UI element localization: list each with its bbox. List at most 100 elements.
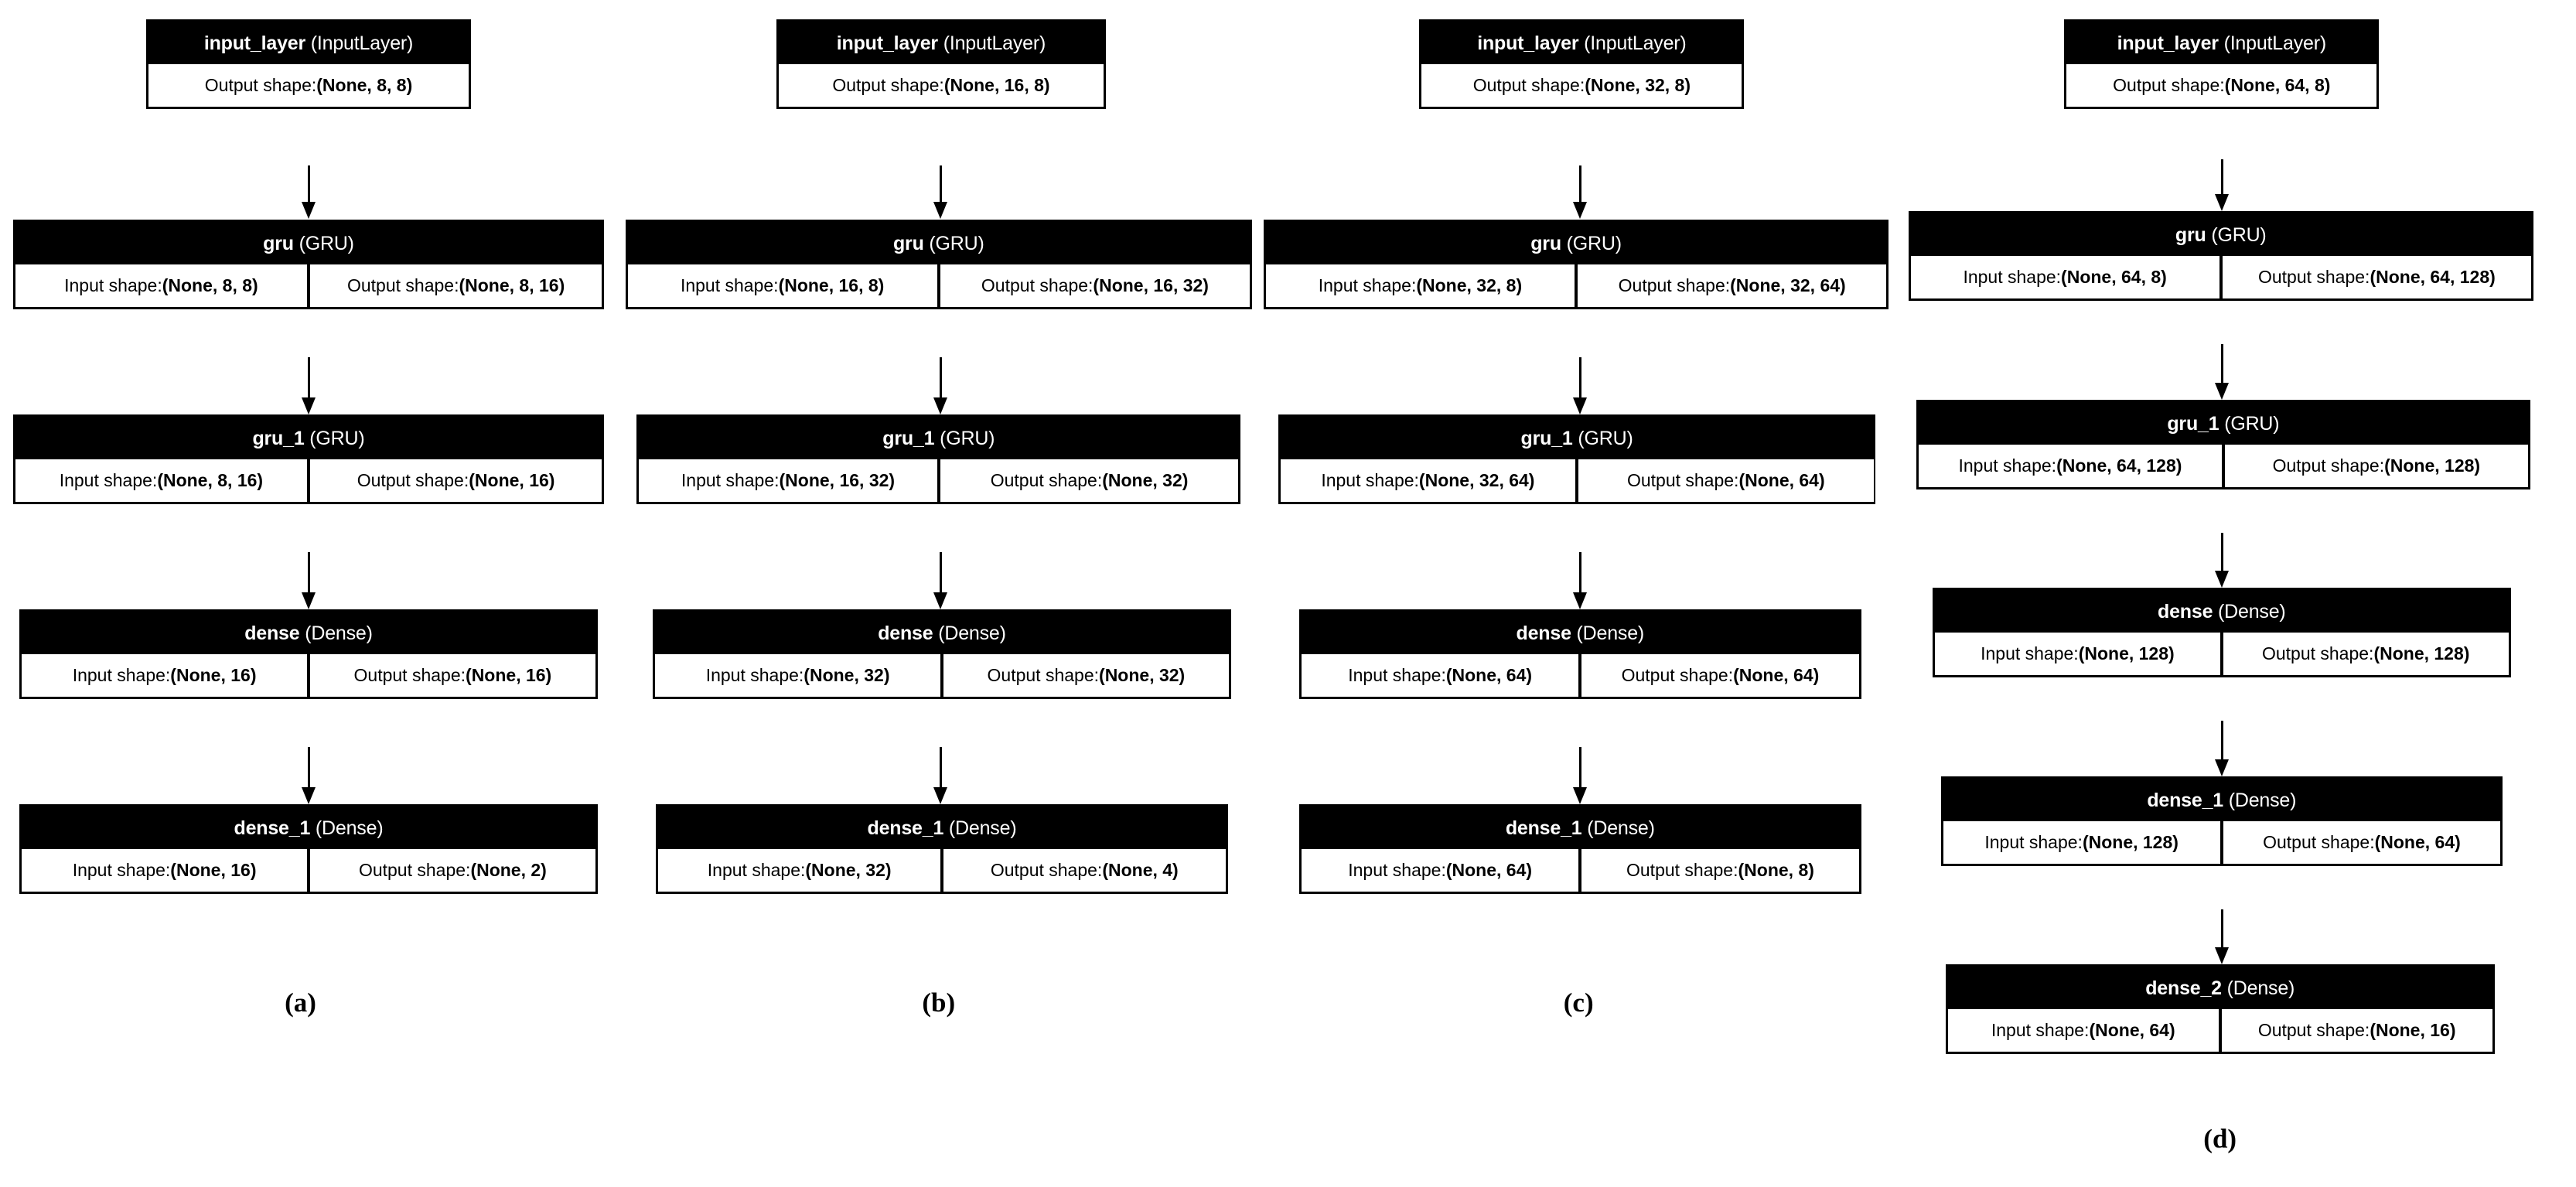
layer-type: (GRU) <box>1566 232 1622 254</box>
shape-value: (None, 64) <box>2089 1020 2175 1041</box>
arrow-head-icon <box>1573 786 1588 804</box>
shape-label: Output shape: <box>1472 75 1585 96</box>
arrow-head-icon <box>2214 759 2229 776</box>
layer-type: (Dense) <box>1587 817 1655 839</box>
shape-row: Input shape: (None, 64, 128)Output shape… <box>1919 444 2528 487</box>
shape-label: Output shape: <box>832 75 944 96</box>
layer-node-gru_1: gru_1 (GRU)Input shape: (None, 64, 128)O… <box>1916 399 2530 489</box>
arrow-stem <box>308 747 310 787</box>
shape-row: Input shape: (None, 32)Output shape: (No… <box>655 653 1229 697</box>
layer-name: input_layer <box>1477 32 1579 55</box>
layer-node-dense_1: dense_1 (Dense)Input shape: (None, 128)O… <box>1940 776 2503 866</box>
layer-node-title: input_layer (InputLayer) <box>148 22 469 64</box>
layer-node-title: dense (Dense) <box>1935 590 2509 633</box>
shape-label: Output shape: <box>990 469 1103 490</box>
shape-label: Output shape: <box>2263 831 2375 852</box>
input-shape-cell: Input shape: (None, 64, 128) <box>1919 444 2222 487</box>
shape-label: Input shape: <box>1958 455 2057 476</box>
shape-value: (None, 16, 32) <box>1093 275 1209 295</box>
panel-caption: (d) <box>2203 1124 2237 1155</box>
arrow-head-icon <box>933 592 947 609</box>
shape-value: (None, 128) <box>2082 831 2179 852</box>
arrow-stem <box>2220 532 2223 571</box>
layer-name: dense <box>2158 601 2213 623</box>
shape-label: Output shape: <box>990 859 1103 880</box>
shape-value: (None, 64) <box>2374 831 2461 852</box>
arrow-head-icon <box>2214 193 2229 211</box>
layer-node-gru: gru (GRU)Input shape: (None, 64, 8)Outpu… <box>1908 211 2533 301</box>
shape-value: (None, 8) <box>1738 859 1814 880</box>
input-shape-cell: Input shape: (None, 32) <box>658 848 940 892</box>
output-shape-cell: Output shape: (None, 16) <box>2221 1009 2492 1052</box>
shape-value: (None, 64, 8) <box>2061 267 2167 287</box>
shape-value: (None, 32, 64) <box>1730 275 1846 295</box>
shape-value: (None, 4) <box>1102 859 1179 880</box>
layer-node-dense: dense (Dense)Input shape: (None, 128)Out… <box>1933 588 2511 678</box>
output-shape-cell: Output shape: (None, 32, 8) <box>1421 64 1742 107</box>
shape-value: (None, 16) <box>170 664 257 685</box>
shape-label: Input shape: <box>72 664 171 685</box>
shape-row: Output shape: (None, 16, 8) <box>778 64 1104 107</box>
layer-node-title: gru (GRU) <box>1266 222 1887 264</box>
arrow-stem <box>1579 552 1582 592</box>
input-shape-cell: Input shape: (None, 128) <box>1935 633 2220 676</box>
layer-name: dense_1 <box>2147 789 2223 811</box>
layer-node-gru: gru (GRU)Input shape: (None, 32, 8)Outpu… <box>1263 219 1889 309</box>
layer-node-title: dense_1 (Dense) <box>658 807 1225 849</box>
shape-row: Input shape: (None, 128)Output shape: (N… <box>1943 820 2501 864</box>
shape-label: Output shape: <box>2261 643 2374 664</box>
layer-node-title: input_layer (InputLayer) <box>2066 22 2376 64</box>
shape-row: Input shape: (None, 16)Output shape: (No… <box>22 653 595 697</box>
shape-label: Output shape: <box>987 664 1100 685</box>
layer-node-input_layer: input_layer (InputLayer)Output shape: (N… <box>146 19 471 110</box>
shape-label: Output shape: <box>358 859 471 880</box>
output-shape-cell: Output shape: (None, 128) <box>2223 633 2509 676</box>
shape-label: Input shape: <box>72 859 171 880</box>
shape-label: Input shape: <box>1963 267 2062 287</box>
input-shape-cell: Input shape: (None, 16) <box>22 848 307 892</box>
shape-value: (None, 8, 16) <box>459 275 565 295</box>
layer-node-title: gru_1 (GRU) <box>1281 417 1874 459</box>
shape-label: Output shape: <box>2113 75 2225 96</box>
shape-label: Input shape: <box>681 469 780 490</box>
shape-label: Output shape: <box>1621 664 1734 685</box>
layer-node-dense: dense (Dense)Input shape: (None, 32)Outp… <box>653 609 1231 699</box>
layer-type: (GRU) <box>1578 427 1633 449</box>
layer-type: (InputLayer) <box>2223 32 2327 55</box>
shape-value: (None, 32) <box>1099 664 1186 685</box>
input-shape-cell: Input shape: (None, 32, 64) <box>1280 459 1576 502</box>
shape-value: (None, 32) <box>1102 469 1189 490</box>
layer-type: (Dense) <box>948 817 1017 839</box>
shape-label: Output shape: <box>357 469 469 490</box>
shape-value: (None, 16, 8) <box>943 75 1050 96</box>
arrow-head-icon <box>302 202 316 220</box>
layer-type: (Dense) <box>938 622 1006 644</box>
layer-node-dense: dense (Dense)Input shape: (None, 64)Outp… <box>1299 609 1861 699</box>
layer-name: input_layer <box>836 32 938 55</box>
layer-name: gru <box>263 232 294 254</box>
shape-row: Input shape: (None, 16, 32)Output shape:… <box>639 459 1239 502</box>
layer-node-title: dense_1 (Dense) <box>22 807 595 849</box>
layer-name: gru_1 <box>2167 412 2219 435</box>
shape-value: (None, 16) <box>469 469 555 490</box>
shape-label: Input shape: <box>1981 643 2079 664</box>
layer-node-title: gru_1 (GRU) <box>15 417 602 459</box>
arrow-head-icon <box>302 786 316 804</box>
arrow-stem <box>939 552 942 592</box>
layer-node-gru_1: gru_1 (GRU)Input shape: (None, 16, 32)Ou… <box>636 414 1241 504</box>
shape-row: Input shape: (None, 32, 64)Output shape:… <box>1280 459 1874 502</box>
output-shape-cell: Output shape: (None, 4) <box>943 848 1226 892</box>
shape-label: Input shape: <box>705 664 804 685</box>
shape-row: Input shape: (None, 16)Output shape: (No… <box>22 848 595 892</box>
shape-row: Input shape: (None, 8, 16)Output shape: … <box>15 459 602 502</box>
arrow-head-icon <box>1573 202 1588 220</box>
layer-node-input_layer: input_layer (InputLayer)Output shape: (N… <box>776 19 1107 110</box>
layer-type: (Dense) <box>2226 977 2295 1000</box>
shape-value: (None, 16) <box>2370 1020 2456 1041</box>
layer-type: (Dense) <box>1576 622 1645 644</box>
arrow-stem <box>939 357 942 397</box>
arrow-head-icon <box>1573 397 1588 414</box>
arrow-head-icon <box>933 202 947 220</box>
input-shape-cell: Input shape: (None, 64) <box>1947 1009 2219 1052</box>
